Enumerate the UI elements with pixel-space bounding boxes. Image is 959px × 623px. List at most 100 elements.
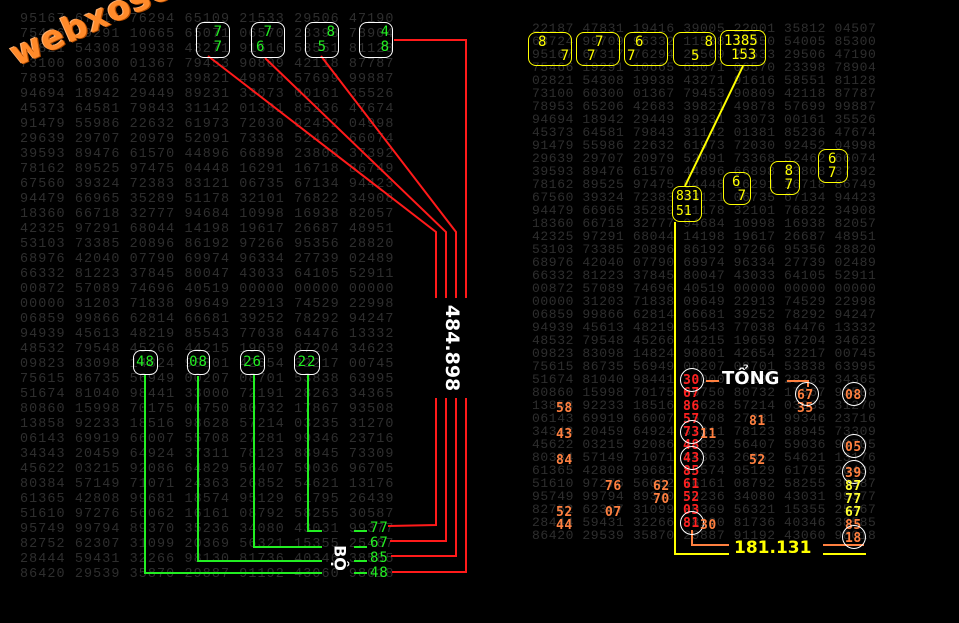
- right-grid-row: 34343 20459 64924 37311 78123 88945 7330…: [532, 424, 877, 439]
- left-grid-row: 02821 54308 19938 43271 91616 58551 8112…: [20, 42, 395, 57]
- left-grid-row: 06859 99866 62814 66681 39252 78292 9424…: [20, 312, 395, 327]
- left-grid-row: 45373 64581 79843 31142 01381 85236 4767…: [20, 102, 395, 117]
- right-grid-row: 45373 64581 79843 31142 01381 85236 4767…: [532, 125, 877, 140]
- left-grid-row: 51674 81040 98441 33000 72191 28263 3436…: [20, 387, 395, 402]
- red-connector-3: [320, 55, 457, 298]
- left-grid-row: 06143 69919 66007 55708 27281 99346 2371…: [20, 432, 395, 447]
- right-grid-row: 78162 89525 97475 04448 16291 16718 8674…: [532, 177, 877, 192]
- green-connector-08: [197, 376, 322, 562]
- left-grid-row: 13858 92233 18516 98628 57214 03235 3127…: [20, 417, 395, 432]
- left-grid-row: 86420 29539 35870 29887 91192 43060 9801…: [20, 567, 395, 582]
- circle-08: [842, 382, 866, 406]
- pill-22: 22: [294, 350, 320, 375]
- green-connector-48: [144, 374, 322, 574]
- right-grid-row: 67560 39324 72383 83121 06735 67134 9442…: [532, 190, 877, 205]
- right-grid-row: 02821 54308 19938 43271 91616 58551 8112…: [532, 73, 877, 88]
- left-grid-row: 00872 57089 74696 40519 00000 00000 0000…: [20, 282, 395, 297]
- right-top-box-5: 1385 153: [720, 30, 766, 66]
- box-top-digit: 7: [263, 24, 272, 40]
- right-grid-row: 82752 62307 31099 20369 56321 15355 2546…: [532, 502, 877, 517]
- pill-26: 26: [240, 350, 265, 375]
- left-grid-row: 78162 89525 97475 04448 16291 16718 8674…: [20, 162, 395, 177]
- left-grid-row: 00000 31203 71838 09649 22913 74529 2299…: [20, 297, 395, 312]
- left-grid-row: 75615 86735 56949 00207 08701 53838 6399…: [20, 372, 395, 387]
- pill-08: 08: [187, 350, 210, 375]
- right-grid-row: 09823 83098 14824 90801 42654 32217 0074…: [532, 346, 877, 361]
- orange-mark: 58: [556, 401, 573, 416]
- left-grid-row: 68976 42040 07790 69974 96334 27739 0248…: [20, 252, 395, 267]
- left-grid-row: 29639 29707 20979 52091 73368 52462 6607…: [20, 132, 395, 147]
- left-top-box-1: 7 7: [196, 22, 230, 58]
- box-top-digit: 1385: [724, 33, 758, 49]
- bo-label: BỘ: [326, 540, 354, 576]
- left-grid-row: 95167 67317 76294 65109 21533 29506 4719…: [20, 12, 395, 27]
- right-top-box-4: 8 5: [673, 32, 716, 66]
- red-connector-1: [207, 55, 437, 298]
- left-grid-row: 91479 55986 22632 61973 72030 92452 0499…: [20, 117, 395, 132]
- box-top-digit: 7: [213, 24, 222, 40]
- left-grid-row: 34343 20459 64924 37311 78123 88945 7330…: [20, 447, 395, 462]
- pill-48: 48: [133, 350, 158, 375]
- box-top-digit: 4: [380, 24, 389, 40]
- left-grid-row: 78953 65206 42683 39821 49878 57699 9988…: [20, 72, 395, 87]
- box-bottom-digit: 7: [560, 48, 569, 64]
- right-number-grid: 22187 47831 19416 39005 22001 35812 0450…: [532, 22, 876, 542]
- right-grid-row: 75615 86735 56949 00207 08701 53838 6399…: [532, 359, 877, 374]
- right-grid-row: 18360 66718 32777 94684 10998 16938 8205…: [532, 216, 877, 231]
- left-grid-row: 45622 03215 92086 64829 56407 59036 9670…: [20, 462, 395, 477]
- left-grid-row: 51610 97276 56062 16161 08792 58255 3058…: [20, 507, 395, 522]
- right-grid-row: 42325 97291 68044 14198 19617 26687 4895…: [532, 229, 877, 244]
- box-bottom-digit: 7: [737, 188, 746, 204]
- box-bottom-digit: 7: [587, 48, 596, 64]
- box-top-digit: 6: [732, 174, 741, 190]
- right-grid-row: 94694 18942 29449 89231 33073 00161 3552…: [532, 112, 877, 127]
- red-value: 61: [683, 477, 700, 492]
- box-bottom-digit: 7: [627, 48, 636, 64]
- green-connector-22: [307, 374, 322, 532]
- circle-81: [680, 511, 704, 535]
- right-total-label: 181.131: [734, 538, 812, 558]
- right-grid-row: 22187 47831 19416 39005 22001 35812 0450…: [532, 21, 877, 36]
- right-grid-row: 68976 42040 07790 69974 96334 27739 0248…: [532, 255, 877, 270]
- right-grid-row: 06143 69919 66007 55708 27281 99346 2371…: [532, 411, 877, 426]
- left-grid-row: 80860 15998 70175 06750 80732 17867 9350…: [20, 402, 395, 417]
- orange-mark: 44: [556, 518, 573, 533]
- left-total-value: 484.898: [441, 304, 463, 392]
- right-grid-row: 94939 45613 48219 85543 77038 64476 1333…: [532, 320, 877, 335]
- left-number-grid: 95167 67317 76294 65109 21533 29506 4719…: [20, 12, 395, 582]
- left-total-label: 484.898: [434, 300, 470, 396]
- left-top-box-3: 8 5: [305, 22, 339, 58]
- right-grid-row: 00000 31203 71838 09649 22913 74529 2299…: [532, 294, 877, 309]
- box-top-digit: 6: [828, 151, 837, 167]
- box-bottom-digit: 5: [691, 48, 700, 64]
- right-grid-row: 06859 99866 62814 66681 39252 78292 9424…: [532, 307, 877, 322]
- red-connector-4: [394, 39, 467, 298]
- right-grid-row: 95167 67317 76294 24509 21533 29506 4719…: [532, 47, 877, 62]
- bo-text: BỘ: [330, 545, 350, 571]
- orange-mark: 84: [556, 453, 573, 468]
- right-top-box-3: 6 7: [624, 32, 668, 66]
- circle-67: [795, 382, 819, 406]
- box-top-digit: 8: [784, 163, 793, 179]
- right-grid-row: 91479 55986 22632 61973 72030 92452 0499…: [532, 138, 877, 153]
- right-col-value: 77: [845, 492, 862, 507]
- box-bottom-digit: 5: [317, 39, 326, 55]
- left-grid-row: 94939 45613 48219 85543 77038 64476 1333…: [20, 327, 395, 342]
- red-connector-1b: [387, 398, 437, 527]
- box-top-digit: 7: [595, 34, 604, 50]
- box-top-digit: 8: [326, 24, 335, 40]
- left-grid-row: 53103 73385 20896 86192 97266 95356 2882…: [20, 237, 395, 252]
- orange-mark: 30: [700, 518, 717, 533]
- box-bottom-digit: 7: [784, 177, 793, 193]
- right-mid-box-3: 8 7: [770, 161, 800, 195]
- right-grid-row: 94479 66965 35289 51178 32101 76822 3490…: [532, 203, 877, 218]
- right-grid-row: 00872 57089 74696 40519 00000 00000 0000…: [532, 281, 877, 296]
- box-bottom-digit: 153: [731, 47, 757, 63]
- left-grid-row: 42325 97291 68044 14198 19617 26687 4895…: [20, 222, 395, 237]
- left-grid-row: 94479 66965 35289 51178 32101 76822 3490…: [20, 192, 395, 207]
- left-grid-row: 73100 60300 01367 79453 90809 42118 8778…: [20, 57, 395, 72]
- left-grid-row: 67560 39324 72383 83121 06735 67134 9442…: [20, 177, 395, 192]
- right-top-box-1: 8 7: [528, 32, 572, 66]
- box-bottom-digit: 6: [256, 39, 265, 55]
